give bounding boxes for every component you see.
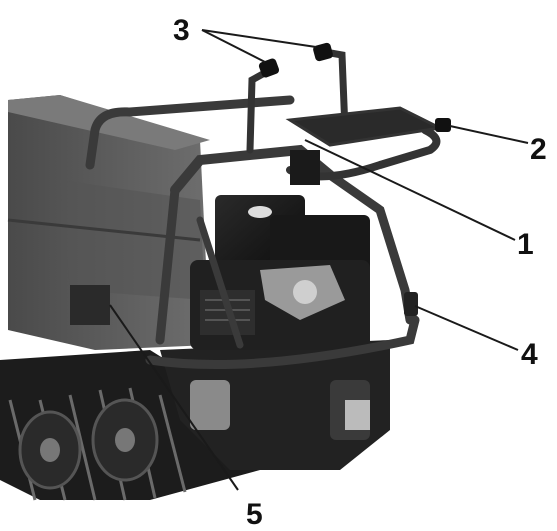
callout-5: 5 bbox=[246, 498, 263, 531]
side-lever bbox=[404, 292, 418, 316]
leader-1 bbox=[304, 139, 516, 241]
dump-bed bbox=[7, 95, 210, 350]
handle-grips bbox=[258, 42, 451, 132]
leader-2 bbox=[449, 125, 529, 144]
leader-lines bbox=[109, 29, 529, 491]
leader-5 bbox=[109, 304, 239, 491]
leader-3a bbox=[201, 29, 266, 63]
leader-4 bbox=[414, 305, 519, 351]
callout-1: 1 bbox=[517, 228, 534, 261]
callout-3: 3 bbox=[173, 14, 190, 47]
callout-2: 2 bbox=[530, 133, 547, 166]
drive-housing bbox=[160, 340, 390, 470]
callout-4: 4 bbox=[521, 338, 538, 371]
leader-3b bbox=[201, 29, 317, 48]
